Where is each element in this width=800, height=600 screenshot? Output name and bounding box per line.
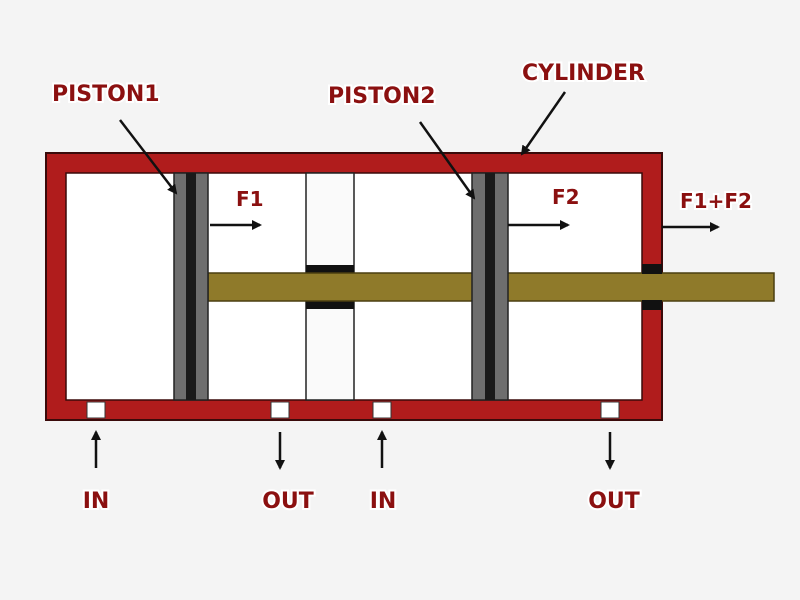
partition-seal-bottom: [306, 300, 354, 309]
cylinder-leader-arrow: [520, 91, 567, 156]
piston-2: [471, 172, 509, 401]
port-label: OUT: [588, 489, 640, 514]
piston1-leader-arrow: [119, 119, 178, 195]
port-opening: [600, 401, 620, 419]
port-opening: [86, 401, 106, 419]
piston1-label: PISTON1: [52, 82, 160, 107]
port-label: IN: [83, 489, 110, 514]
port-opening: [270, 401, 290, 419]
piston-1: [173, 172, 209, 401]
rod-seal-top: [642, 264, 662, 274]
f1f2-label: F1+F2: [680, 189, 752, 213]
port-opening: [372, 401, 392, 419]
f1-label: F1: [236, 187, 264, 211]
piston2-leader-arrow: [418, 121, 476, 200]
port-label: OUT: [262, 489, 314, 514]
cylinder-label: CYLINDER: [522, 61, 645, 86]
port-label: IN: [370, 489, 397, 514]
piston2-label: PISTON2: [328, 84, 436, 109]
f2-label: F2: [552, 185, 580, 209]
rod-seal-bottom: [642, 300, 662, 310]
partition-seal-top: [306, 265, 354, 274]
